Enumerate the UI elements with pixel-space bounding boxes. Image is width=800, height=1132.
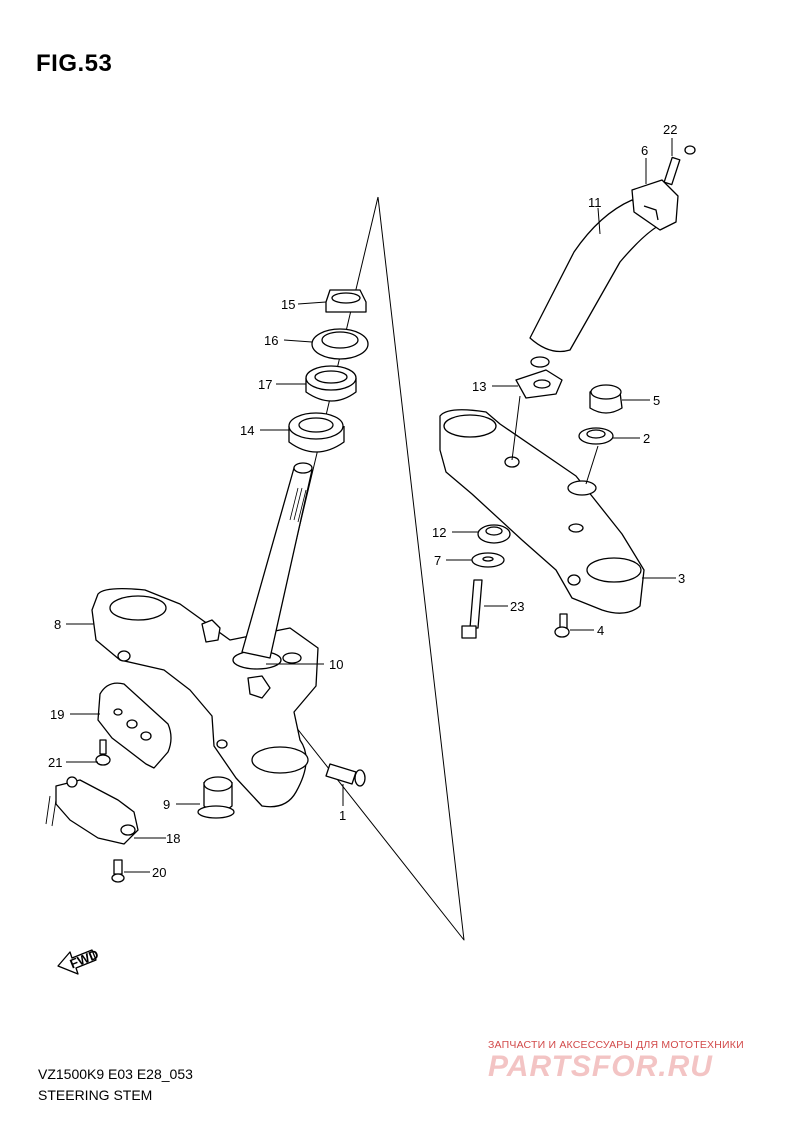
part-13-plate xyxy=(515,356,563,399)
part-22-bolt xyxy=(663,145,696,186)
figure-title: FIG.53 xyxy=(36,50,113,77)
callout-23: 23 xyxy=(510,599,524,614)
part-16-dust-seal xyxy=(311,328,369,360)
callout-17: 17 xyxy=(258,377,272,392)
callout-20: 20 xyxy=(152,865,166,880)
watermark-logo: PARTSFOR.RU xyxy=(488,1050,713,1083)
diagram-caption: STEERING STEM xyxy=(38,1087,153,1103)
part-6-holder xyxy=(631,179,679,231)
callout-9: 9 xyxy=(163,797,170,812)
callout-18: 18 xyxy=(166,831,180,846)
callout-14: 14 xyxy=(240,423,254,438)
callout-22: 22 xyxy=(663,122,677,137)
part-5-cap xyxy=(589,384,623,414)
fwd-label: FWD xyxy=(68,946,101,971)
callout-3: 3 xyxy=(678,571,685,586)
callout-21: 21 xyxy=(48,755,62,770)
callout-6: 6 xyxy=(641,143,648,158)
part-12-washer xyxy=(477,524,511,544)
part-20-bolt xyxy=(111,859,125,883)
callout-19: 19 xyxy=(50,707,64,722)
watermark-tagline: ЗАПЧАСТИ И АКСЕССУАРЫ ДЛЯ МОТОТЕХНИКИ xyxy=(488,1039,744,1051)
fwd-arrow-icon xyxy=(57,949,97,975)
callout-4: 4 xyxy=(597,623,604,638)
part-11-handlebar xyxy=(529,199,659,353)
part-7-washer xyxy=(471,552,505,568)
part-18-clamp xyxy=(45,776,139,845)
callout-13: 13 xyxy=(472,379,486,394)
callout-11: 11 xyxy=(588,195,602,210)
callout-1: 1 xyxy=(339,808,346,823)
part-4-bolt xyxy=(554,613,570,638)
leader-lines xyxy=(66,138,676,873)
part-14-lower-bearing xyxy=(288,412,345,453)
part-3-upper-bracket xyxy=(439,409,645,614)
callout-15: 15 xyxy=(281,297,295,312)
callout-2: 2 xyxy=(643,431,650,446)
part-17-upper-bearing xyxy=(305,365,357,402)
model-code: VZ1500K9 E03 E28_053 xyxy=(38,1066,193,1082)
part-1-bolt xyxy=(325,763,366,787)
part-19-cover xyxy=(97,682,172,769)
callout-16: 16 xyxy=(264,333,278,348)
part-9-bushing xyxy=(197,776,235,819)
part-23-bolt xyxy=(461,579,483,639)
callout-10: 10 xyxy=(329,657,343,672)
callout-5: 5 xyxy=(653,393,660,408)
callout-7: 7 xyxy=(434,553,441,568)
part-15-lock-nut xyxy=(325,289,367,313)
part-21-bolt xyxy=(95,739,111,766)
callout-12: 12 xyxy=(432,525,446,540)
callout-labels: 15 16 17 14 8 10 19 21 18 20 9 1 11 6 22… xyxy=(48,122,685,880)
part-2-washer xyxy=(578,427,614,445)
callout-8: 8 xyxy=(54,617,61,632)
